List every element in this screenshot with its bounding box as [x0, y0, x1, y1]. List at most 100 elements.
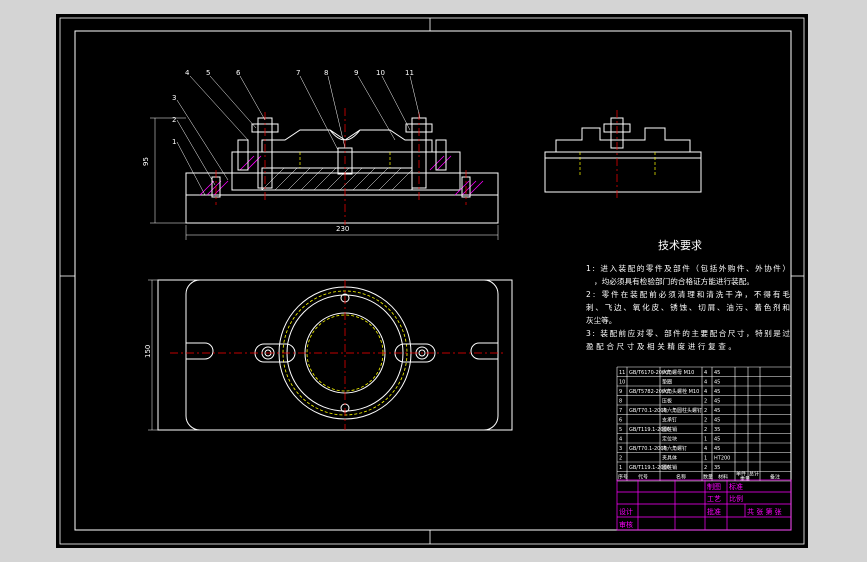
balloon-5: 5	[206, 69, 210, 77]
bom-row-qty: 4	[704, 389, 707, 395]
bom-row-qty: 2	[704, 399, 707, 405]
bom-row-code: GB/T119.1-2000	[629, 465, 670, 471]
bom-row-code: GB/T70.1-2008	[629, 446, 667, 452]
balloon-10: 10	[376, 69, 385, 77]
bom-header-note: 备注	[770, 474, 780, 481]
tech-req-line-6: 3: 装配前应对零、部件的主要配合尺寸，特别是过	[586, 328, 790, 338]
bom-row-no: 4	[619, 437, 622, 443]
bom-row-name: 夹具体	[662, 455, 677, 462]
bom-row-name: 内六角圆柱头螺钉	[662, 407, 702, 414]
tech-req-line-5: 灰尘等。	[586, 315, 616, 325]
bom-row-qty: 2	[704, 427, 707, 433]
front-view	[150, 75, 499, 240]
bom-row-material: 45	[714, 408, 720, 414]
bom-row-qty: 4	[704, 446, 707, 452]
tb-process: 工艺	[707, 495, 721, 503]
tb-standard: 标准	[729, 482, 743, 491]
bom-row-no: 11	[619, 370, 625, 376]
bom-row-qty: 4	[704, 380, 707, 386]
tb-draw: 制图	[707, 482, 721, 491]
bom-header-unit: 单件	[736, 471, 746, 478]
bom-row-code: GB/T6170-2000	[629, 370, 668, 376]
tb-check: 审核	[619, 520, 633, 529]
bom-row-no: 9	[619, 389, 622, 395]
bom-row-qty: 1	[704, 437, 707, 443]
bom-row-no: 2	[619, 456, 622, 462]
title-block-text: 设计 审核 制图 工艺 批准 比例 共 张 第 张 标准	[619, 482, 782, 529]
bom-row-no: 10	[619, 380, 625, 386]
bom-header-qty: 数量	[703, 474, 713, 481]
balloon-7: 7	[296, 69, 300, 77]
bom-header-material: 材料	[718, 474, 728, 481]
bom-row-material: 45	[714, 380, 720, 386]
bom-header-weight: 重量	[740, 476, 750, 483]
bom-row-name: 圆柱销	[662, 426, 677, 433]
bom-row-name: 六角头螺栓 M10	[662, 388, 699, 395]
balloon-4: 4	[185, 69, 190, 77]
tech-req-line-4: 刺、飞边、氧化皮、锈蚀、切屑、油污、着色剂和	[586, 302, 790, 312]
bom-row-no: 3	[619, 446, 622, 452]
balloon-11: 11	[405, 69, 414, 77]
bom-row-qty: 2	[704, 465, 707, 471]
bom-row-material: 45	[714, 370, 720, 376]
tech-req-line-2: ，均必须具有检验部门的合格证方能进行装配。	[594, 276, 754, 286]
bom-row-material: 45	[714, 437, 720, 443]
frame-ticks	[60, 18, 804, 544]
bom-row-no: 8	[619, 399, 622, 405]
bom-row-no: 5	[619, 427, 622, 433]
bom-row-qty: 4	[704, 370, 707, 376]
plan-view	[148, 279, 513, 431]
tech-req-title: 技术要求	[658, 239, 702, 252]
bom-row-no: 6	[619, 418, 622, 424]
bom-row-name: 压板	[662, 398, 672, 405]
bom-header-name: 名称	[676, 474, 686, 481]
dim-overall-width: 230	[336, 225, 349, 233]
balloon-9: 9	[354, 69, 358, 77]
bom-row-material: 45	[714, 446, 720, 452]
bom-header-no: 序号	[618, 474, 628, 481]
inner-frame	[74, 30, 792, 531]
bom-row-material: 45	[714, 399, 720, 405]
bom-row-material: 35	[714, 465, 720, 471]
bom-row-name: 垫圈	[662, 379, 672, 386]
bom-row-material: 45	[714, 389, 720, 395]
tb-design: 设计	[619, 507, 633, 516]
balloon-2: 2	[172, 116, 176, 124]
bom-row-code: GB/T5782-2000	[629, 389, 668, 395]
tech-req-line-7: 盈配合尺寸及相关精度进行复查。	[586, 341, 736, 351]
tb-sheet: 共 张 第 张	[747, 507, 782, 516]
side-view	[544, 110, 702, 198]
tb-scale: 比例	[729, 494, 743, 503]
dim-height: 95	[142, 157, 150, 166]
part-balloons: 1 2 3 4 5 6 7 8 9 10 11 95 230	[142, 69, 414, 233]
bom-row-material: 45	[714, 418, 720, 424]
bom-row-name: 定位块	[662, 436, 677, 443]
bom-row-name: 六角螺母 M10	[662, 369, 694, 376]
tech-req-line-1: 1: 进入装配的零件及部件（包括外购件、外协件）	[586, 263, 790, 273]
balloon-1: 1	[172, 138, 176, 146]
bom-row-qty: 2	[704, 418, 707, 424]
balloon-3: 3	[172, 94, 176, 102]
outer-frame	[59, 17, 805, 545]
bom-row-no: 1	[619, 465, 622, 471]
bom-row-name: 内六角螺钉	[662, 445, 687, 452]
bom-table	[616, 366, 792, 482]
bom-row-material: HT200	[714, 456, 730, 462]
tech-req-line-3: 2: 零件在装配前必须清理和清洗干净，不得有毛	[586, 289, 790, 299]
balloon-6: 6	[236, 69, 241, 77]
bom-row-name: 支承钉	[662, 417, 677, 424]
bom-row-qty: 2	[704, 408, 707, 414]
bom-row-no: 7	[619, 408, 622, 414]
bom-row-name: 圆柱销	[662, 464, 677, 471]
bom-row-code: GB/T119.1-2000	[629, 427, 670, 433]
drawing-paper	[56, 14, 808, 548]
tb-approve: 批准	[707, 507, 721, 516]
bom-header-code: 代号	[638, 474, 648, 481]
title-block	[616, 479, 792, 531]
bom-header-total: 总计	[749, 471, 759, 478]
bom-row-code: GB/T70.1-2008	[629, 408, 667, 414]
technical-requirements: 技术要求 1: 进入装配的零件及部件（包括外购件、外协件） ，均必须具有检验部门…	[586, 239, 790, 351]
bom-row-material: 35	[714, 427, 720, 433]
